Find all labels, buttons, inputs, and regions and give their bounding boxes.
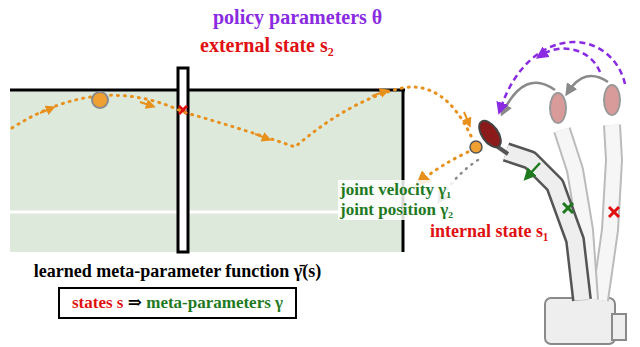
policy-label: policy parameters θ	[213, 6, 382, 29]
ghost-racket	[550, 93, 566, 123]
mapping-text: states s	[72, 293, 123, 312]
table-edge	[10, 89, 405, 92]
trajectory-arrow	[372, 91, 386, 96]
robot-base	[545, 298, 615, 344]
internal-state-label: internal state s₁	[428, 221, 550, 242]
state-marker	[609, 207, 619, 217]
ball-trajectory	[12, 87, 472, 147]
trajectory-arrow	[464, 112, 469, 124]
robot-base	[612, 314, 626, 340]
joint-marker	[563, 203, 573, 213]
motion-arrow	[568, 76, 608, 92]
table-edge	[402, 90, 405, 252]
external-state-label: external state s₂	[200, 34, 334, 57]
return-trajectory	[420, 152, 468, 182]
net	[178, 68, 188, 252]
ghost-racket	[604, 85, 620, 115]
trajectory-arrow	[40, 108, 52, 113]
table-surface	[10, 91, 403, 252]
ball	[470, 141, 482, 153]
trajectory-arrow	[255, 134, 268, 139]
state-marker	[609, 207, 619, 217]
policy-arrow	[540, 49, 600, 72]
mapping-text: meta-parameters γ	[146, 293, 283, 312]
policy-arrow	[500, 42, 625, 110]
function-heading: learned meta-parameter function γ̄(s)	[34, 261, 322, 283]
ball	[92, 92, 108, 108]
function-box: learned meta-parameter function γ̄(s)sta…	[58, 287, 297, 319]
joint-marker	[563, 203, 573, 213]
trajectory-arrow	[140, 102, 152, 106]
mapping-text: ⇒	[128, 293, 142, 312]
velocity-label: joint velocity γ₁	[338, 180, 453, 200]
velocity-arrow	[527, 163, 540, 177]
position-label: joint position γ₂	[338, 200, 455, 220]
